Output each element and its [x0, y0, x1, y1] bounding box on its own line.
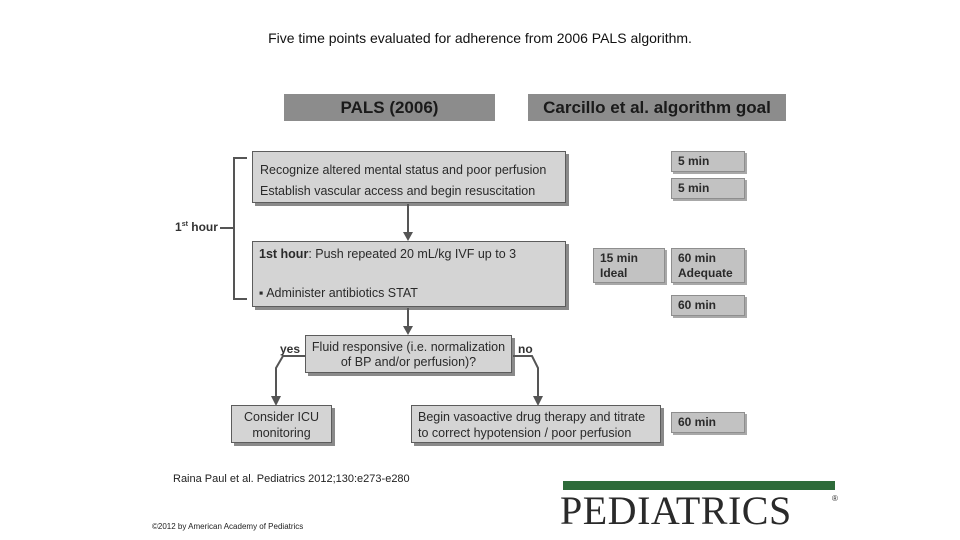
timing-vasoactive: 60 min [671, 412, 745, 433]
outcome-yes-line2: monitoring [252, 426, 311, 440]
decision-box: Fluid responsive (i.e. normalization of … [305, 335, 512, 373]
logo-registered-mark: ® [832, 494, 838, 503]
step1-line1: Recognize altered mental status and poor… [260, 163, 547, 177]
timing-antibiotics: 60 min [671, 295, 745, 316]
outcome-no-box: Begin vasoactive drug therapy and titrat… [411, 405, 661, 443]
step2-bullet: ▪ Administer antibiotics STAT [259, 286, 418, 300]
timing-step1-recognize: 5 min [671, 151, 745, 172]
outcome-yes-box: Consider ICU monitoring [231, 405, 332, 443]
bracket-tick [220, 227, 234, 229]
outcome-yes-line1: Consider ICU [243, 410, 320, 424]
arrow-step2-decision [403, 308, 413, 335]
copyright: ©2012 by American Academy of Pediatrics [152, 522, 304, 531]
timing-step1-access: 5 min [671, 178, 745, 199]
decision-line2: of BP and/or perfusion)? [340, 355, 477, 369]
no-label: no [518, 342, 533, 356]
citation: Raina Paul et al. Pediatrics 2012;130:e2… [173, 473, 410, 485]
decision-line1: Fluid responsive (i.e. normalization [311, 340, 506, 354]
logo-bar [563, 481, 835, 490]
outcome-no-line2: to correct hypotension / poor perfusion [418, 426, 632, 440]
arrow-yes-branch [271, 355, 305, 406]
slide-title: Five time points evaluated for adherence… [268, 30, 692, 46]
step1-line2: Establish vascular access and begin resu… [260, 184, 536, 198]
yes-label: yes [280, 342, 301, 356]
pediatrics-logo: PEDIATRICS [560, 488, 792, 533]
arrow-no-branch [513, 355, 543, 406]
first-hour-label: 1st hour [175, 220, 218, 234]
header-carcillo: Carcillo et al. algorithm goal [528, 94, 786, 121]
outcome-no-line1: Begin vasoactive drug therapy and titrat… [418, 410, 646, 424]
step2-text: : Push repeated 20 mL/kg IVF up to 3 [308, 247, 517, 261]
header-pals: PALS (2006) [284, 94, 495, 121]
step2-box: 1st hour: Push repeated 20 mL/kg IVF up … [252, 241, 566, 307]
step1-box: Recognize altered mental status and poor… [252, 151, 566, 203]
bracket-bottom [233, 298, 247, 300]
arrow-step1-step2 [403, 204, 413, 241]
bracket-top [233, 157, 247, 159]
step2-bold: 1st hour [259, 247, 309, 261]
bracket-vertical [233, 157, 235, 300]
